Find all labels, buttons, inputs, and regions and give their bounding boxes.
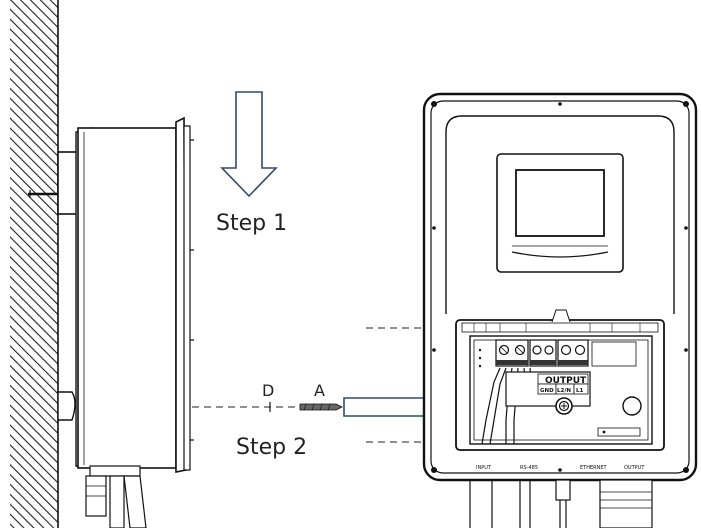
output-title: OUTPUT (545, 376, 587, 386)
terminal-blocks (495, 339, 637, 367)
guide-lines (192, 327, 424, 443)
inverter-side-view (28, 116, 194, 528)
port-rs485-label: RS-485 (520, 465, 538, 471)
inverter-body (77, 127, 177, 469)
display-screen (515, 169, 605, 237)
port-input-label: INPUT (476, 465, 492, 471)
step1-label: Step 1 (216, 211, 287, 236)
output-l1-label: L1 (576, 388, 584, 394)
frame-screws (431, 101, 689, 473)
mounting-bracket (57, 151, 79, 215)
bottom-port-labels: INPUT RS-485 ETHERNET OUTPUT (476, 465, 645, 471)
knockout-hole (622, 396, 642, 416)
wall-hatching (10, 0, 58, 528)
point-a-label: A (314, 381, 325, 400)
drill-points: D A (262, 381, 343, 412)
output-l2n-label: L2/N (557, 388, 571, 394)
step1-arrow: Step 1 (216, 91, 287, 236)
front-cover (183, 125, 191, 471)
wall (10, 0, 59, 528)
point-d-label: D (262, 381, 274, 400)
port-ethernet-label: ETHERNET (580, 465, 608, 471)
lower-bracket (57, 391, 76, 421)
step2-label: Step 2 (236, 435, 307, 460)
drill-bit-icon (299, 403, 343, 411)
port-output-label: OUTPUT (624, 465, 645, 471)
bottom-conduits (469, 479, 653, 528)
output-gnd-label: GND (540, 388, 554, 394)
inverter-front-view: OUTPUT GND L2/N L1 INPUT RS-485 ETHERNET… (422, 92, 698, 528)
down-arrow-icon (220, 91, 278, 198)
